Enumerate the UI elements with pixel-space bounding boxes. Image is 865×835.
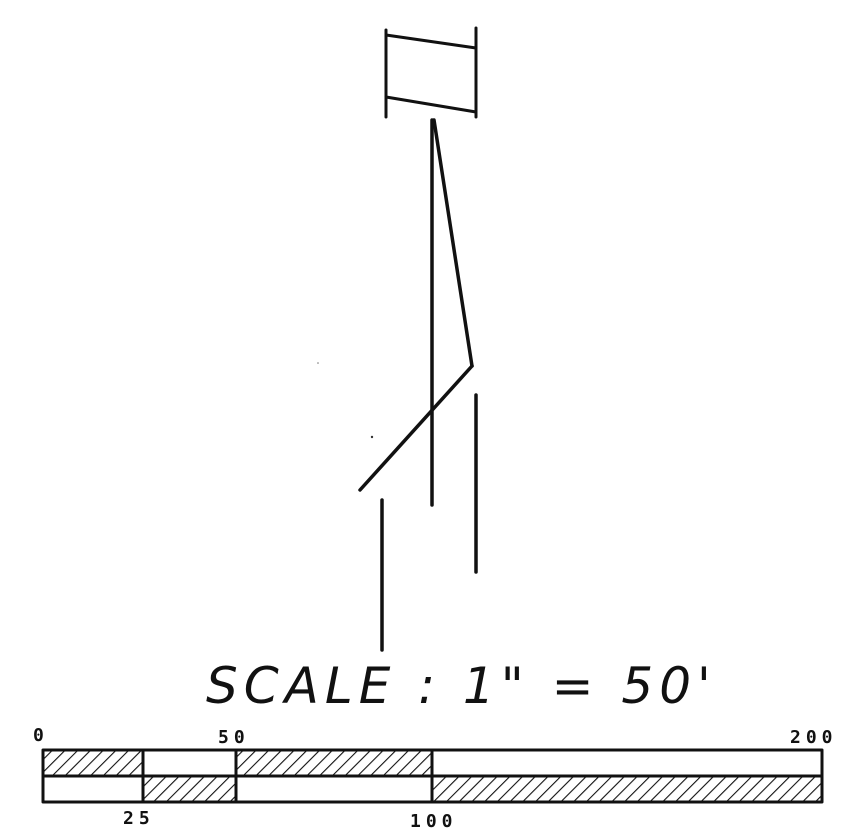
- box-top-edge: [384, 33, 478, 50]
- scale-hatch-top-50-100: [236, 750, 432, 776]
- scale-tick-50: 50: [218, 727, 250, 748]
- scale-tick-200: 200: [790, 727, 838, 748]
- speck: [370, 435, 374, 439]
- scale-tick-100: 100: [410, 811, 458, 832]
- scale-bar: [41, 748, 824, 804]
- speck-faint: [317, 362, 319, 364]
- diagonal-line-upper: [432, 118, 474, 368]
- diagonal-line-lower: [358, 364, 474, 492]
- scale-hatch-bottom-25-50: [143, 776, 236, 802]
- site-lines: [317, 118, 478, 652]
- scale-title: SCALE : 1" = 50': [206, 657, 717, 715]
- top-structure: [384, 26, 478, 119]
- scale-hatch-top-0-25: [43, 750, 143, 776]
- scale-tick-25: 25: [123, 808, 155, 829]
- scale-hatch-bottom-100-200: [432, 776, 822, 802]
- scale-tick-0: 0: [33, 725, 49, 746]
- box-bottom-edge: [384, 95, 478, 114]
